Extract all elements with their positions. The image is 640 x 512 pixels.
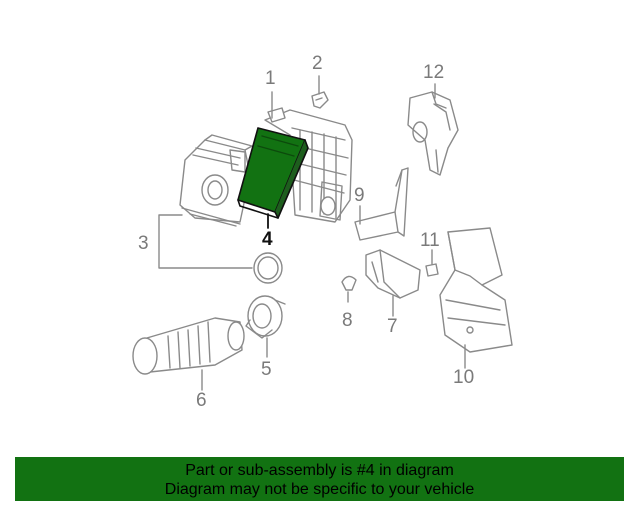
callout-3[interactable]: 3 [138, 233, 149, 254]
callout-11[interactable]: 11 [420, 230, 440, 251]
part-11-bolt [425, 263, 439, 277]
part-10-shield [439, 227, 513, 353]
callout-5[interactable]: 5 [261, 359, 272, 380]
callout-1[interactable]: 1 [265, 68, 276, 89]
part-12-bracket [407, 91, 459, 176]
part-9-bracket [354, 167, 409, 241]
banner-line-1: Part or sub-assembly is #4 in diagram [185, 462, 454, 479]
part-2-clip [311, 91, 329, 109]
banner-line-2: Diagram may not be specific to your vehi… [164, 481, 475, 498]
callout-6[interactable]: 6 [196, 390, 207, 411]
callout-12[interactable]: 12 [423, 62, 445, 83]
callout-4[interactable]: 4 [262, 229, 273, 250]
callout-7[interactable]: 7 [387, 316, 398, 337]
callout-9[interactable]: 9 [354, 185, 365, 206]
parts-diagram [132, 75, 513, 391]
part-6-intake-hose [132, 317, 245, 375]
leader-lines [158, 75, 466, 391]
callout-10[interactable]: 10 [453, 367, 475, 388]
part-7-resonator [365, 249, 421, 299]
callout-8[interactable]: 8 [342, 310, 353, 331]
part-3-housing-body [179, 134, 253, 227]
info-banner: Part or sub-assembly is #4 in diagram Di… [15, 457, 624, 501]
part-3-seal-ring [253, 252, 283, 284]
part-5-sensor [245, 295, 286, 339]
callout-2[interactable]: 2 [312, 53, 323, 74]
part-4-air-filter [237, 127, 309, 219]
part-8-fastener [341, 275, 357, 291]
